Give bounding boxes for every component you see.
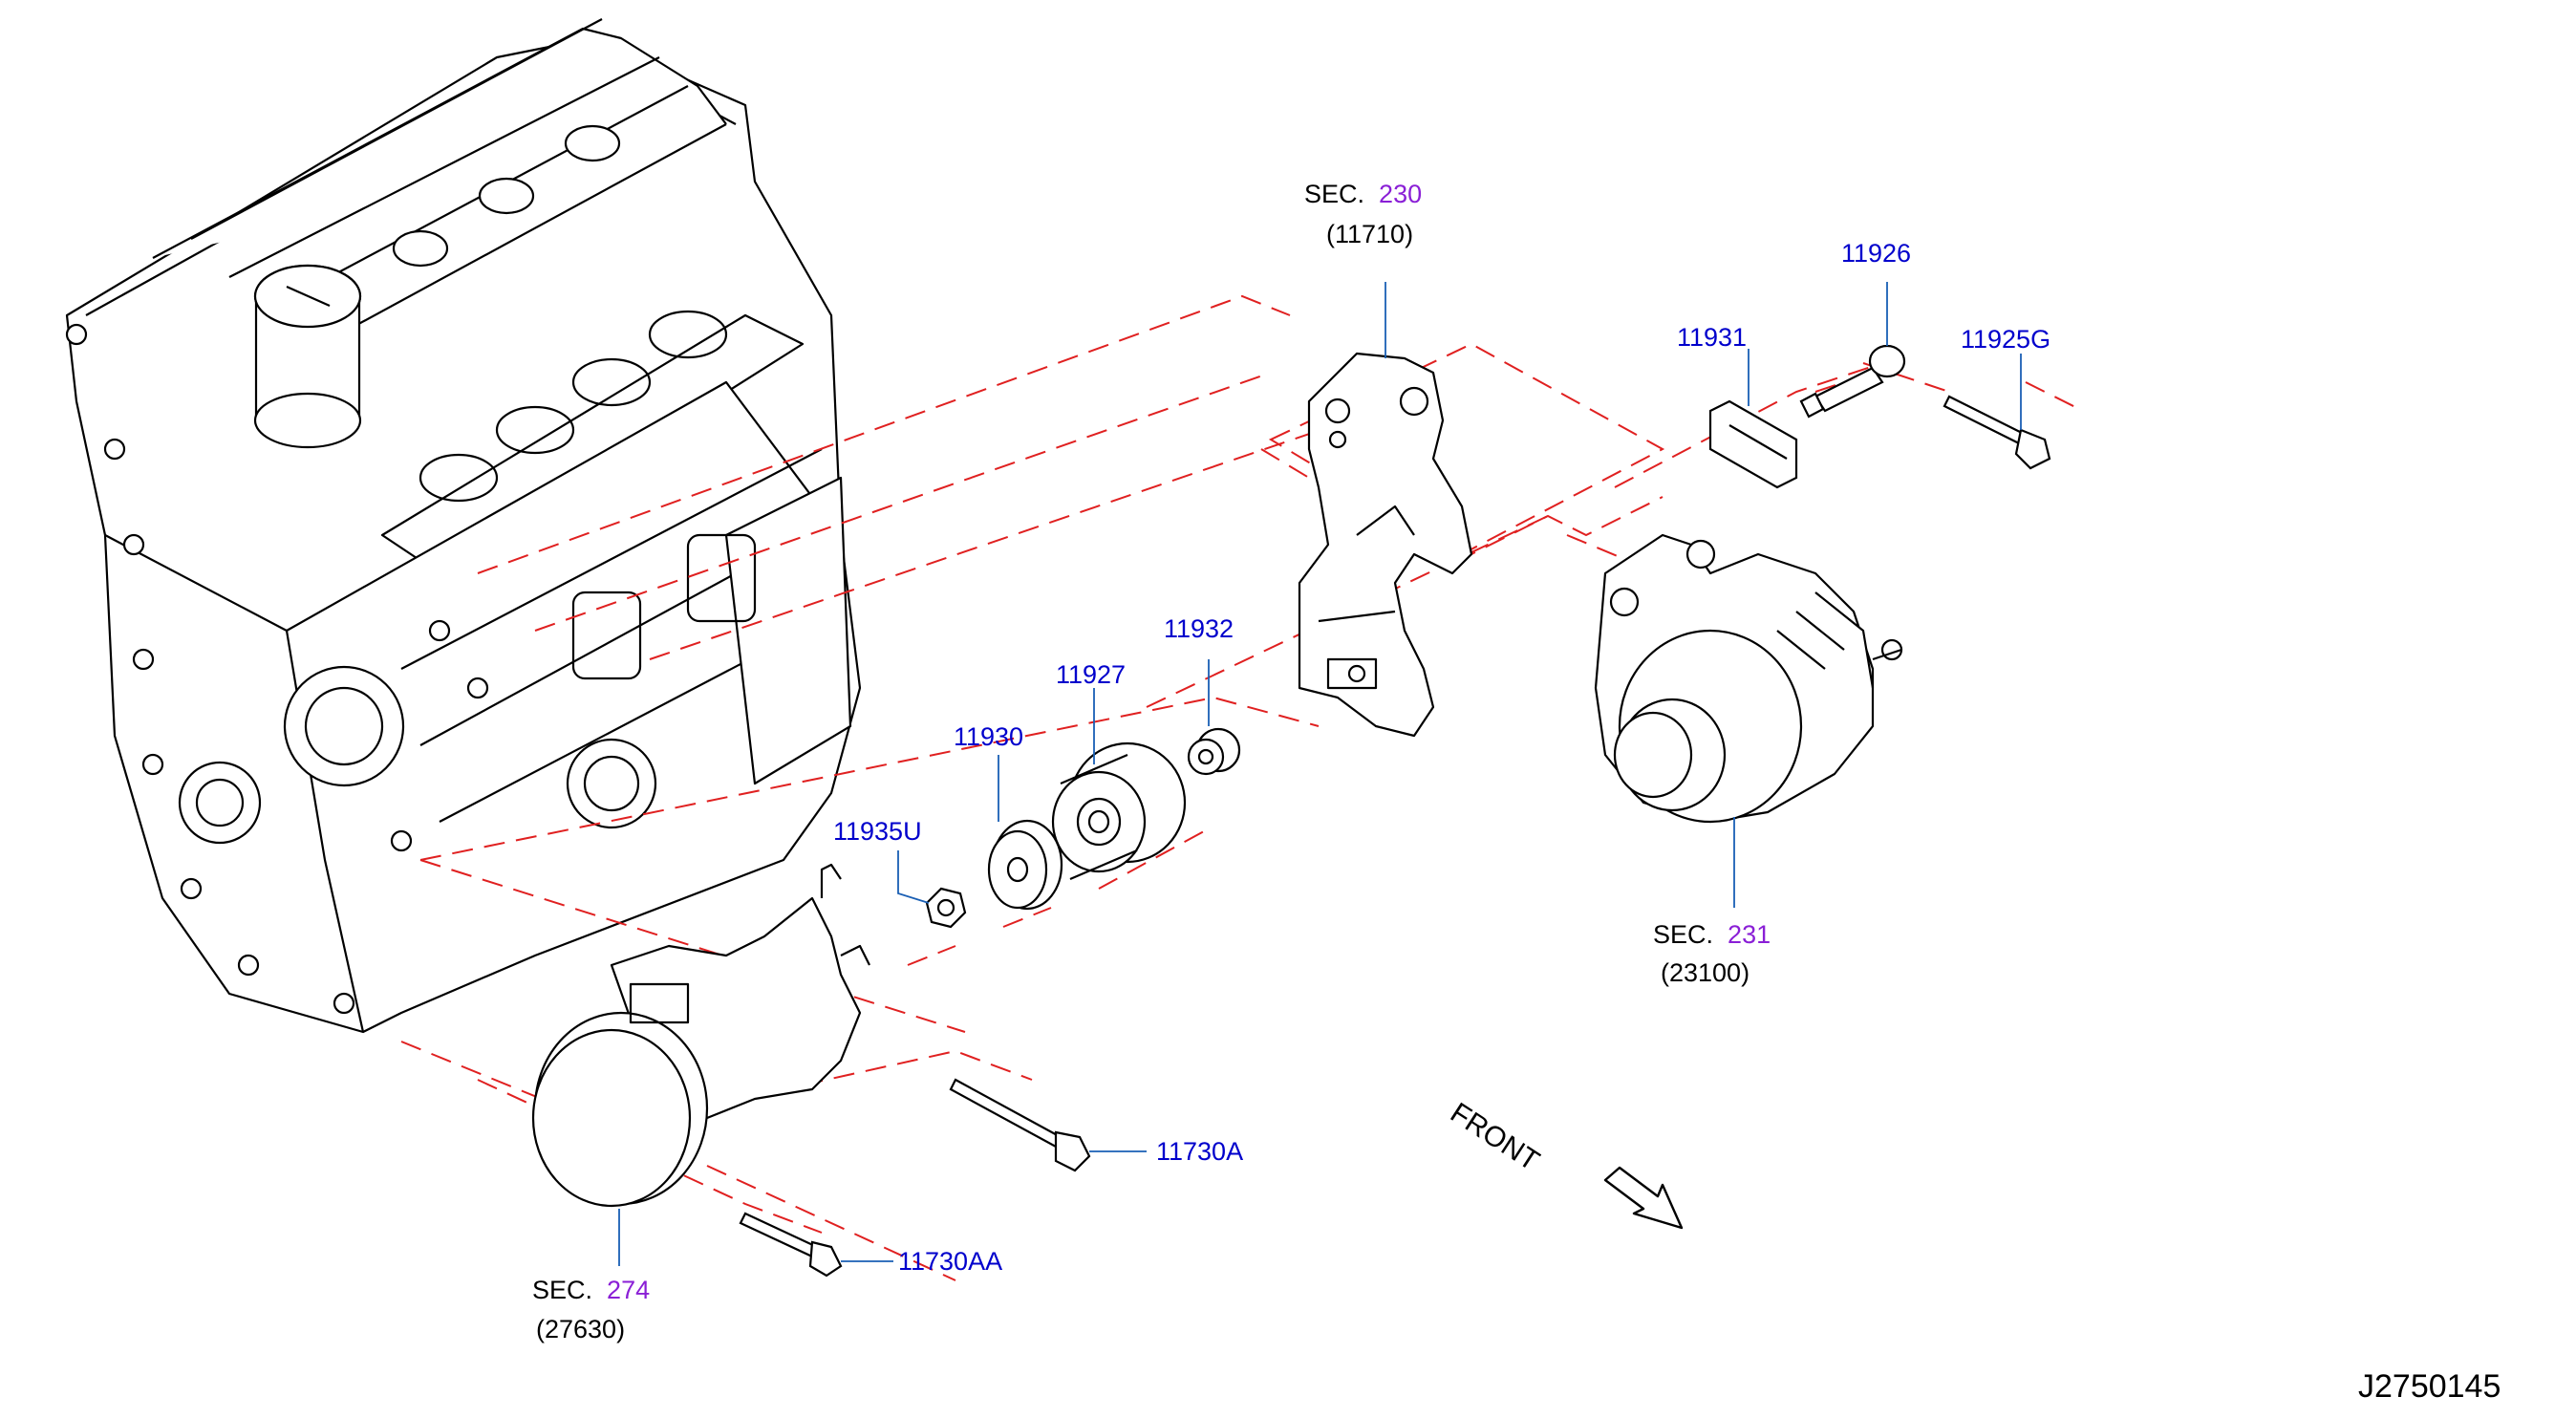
bolt-11730aa (739, 1212, 843, 1278)
alternator-sec-231 (1594, 533, 1903, 824)
part-label-11730aa[interactable]: 11730AA (898, 1247, 1003, 1276)
compressor-sec-274 (531, 863, 870, 1208)
section-number: 231 (1728, 920, 1771, 949)
washer-11930 (987, 819, 1063, 911)
idler-pulley-11927 (1051, 741, 1187, 881)
section-number: 230 (1379, 180, 1423, 208)
figure-id: J2750145 (2358, 1368, 2501, 1405)
engine-block (65, 18, 862, 1034)
section-label-231[interactable]: SEC. 231 (1653, 922, 1771, 948)
section-number: 274 (607, 1276, 651, 1304)
bolt-11926 (1799, 344, 1906, 419)
section-prefix: SEC. (1653, 920, 1714, 949)
section-prefix: SEC. (1304, 180, 1365, 208)
section-ref-11710: (11710) (1326, 220, 1414, 248)
section-ref-23100: (23100) (1661, 958, 1750, 987)
part-label-11932[interactable]: 11932 (1164, 614, 1234, 643)
section-ref-27630: (27630) (536, 1315, 626, 1343)
part-label-11930[interactable]: 11930 (954, 722, 1024, 751)
part-label-11925g[interactable]: 11925G (1961, 325, 2051, 354)
section-label-274[interactable]: SEC. 274 (532, 1278, 650, 1303)
part-label-11730a[interactable]: 11730A (1156, 1137, 1244, 1166)
bolt-11925g (1943, 395, 2051, 470)
part-label-11927[interactable]: 11927 (1056, 660, 1127, 689)
section-label-230[interactable]: SEC. 230 (1304, 182, 1422, 207)
part-label-11935u[interactable]: 11935U (833, 817, 922, 846)
spacer-11932 (1187, 727, 1241, 776)
part-label-11931[interactable]: 11931 (1677, 323, 1748, 352)
adjuster-plate-11931 (1708, 399, 1798, 489)
section-prefix: SEC. (532, 1276, 593, 1304)
bracket-sec-230 (1298, 352, 1473, 738)
part-label-11926[interactable]: 11926 (1841, 239, 1912, 268)
nut-11935u (925, 887, 967, 929)
front-arrow-icon (1603, 1166, 1684, 1230)
bolt-11730a (949, 1078, 1091, 1172)
leader-lines (618, 282, 2022, 1266)
